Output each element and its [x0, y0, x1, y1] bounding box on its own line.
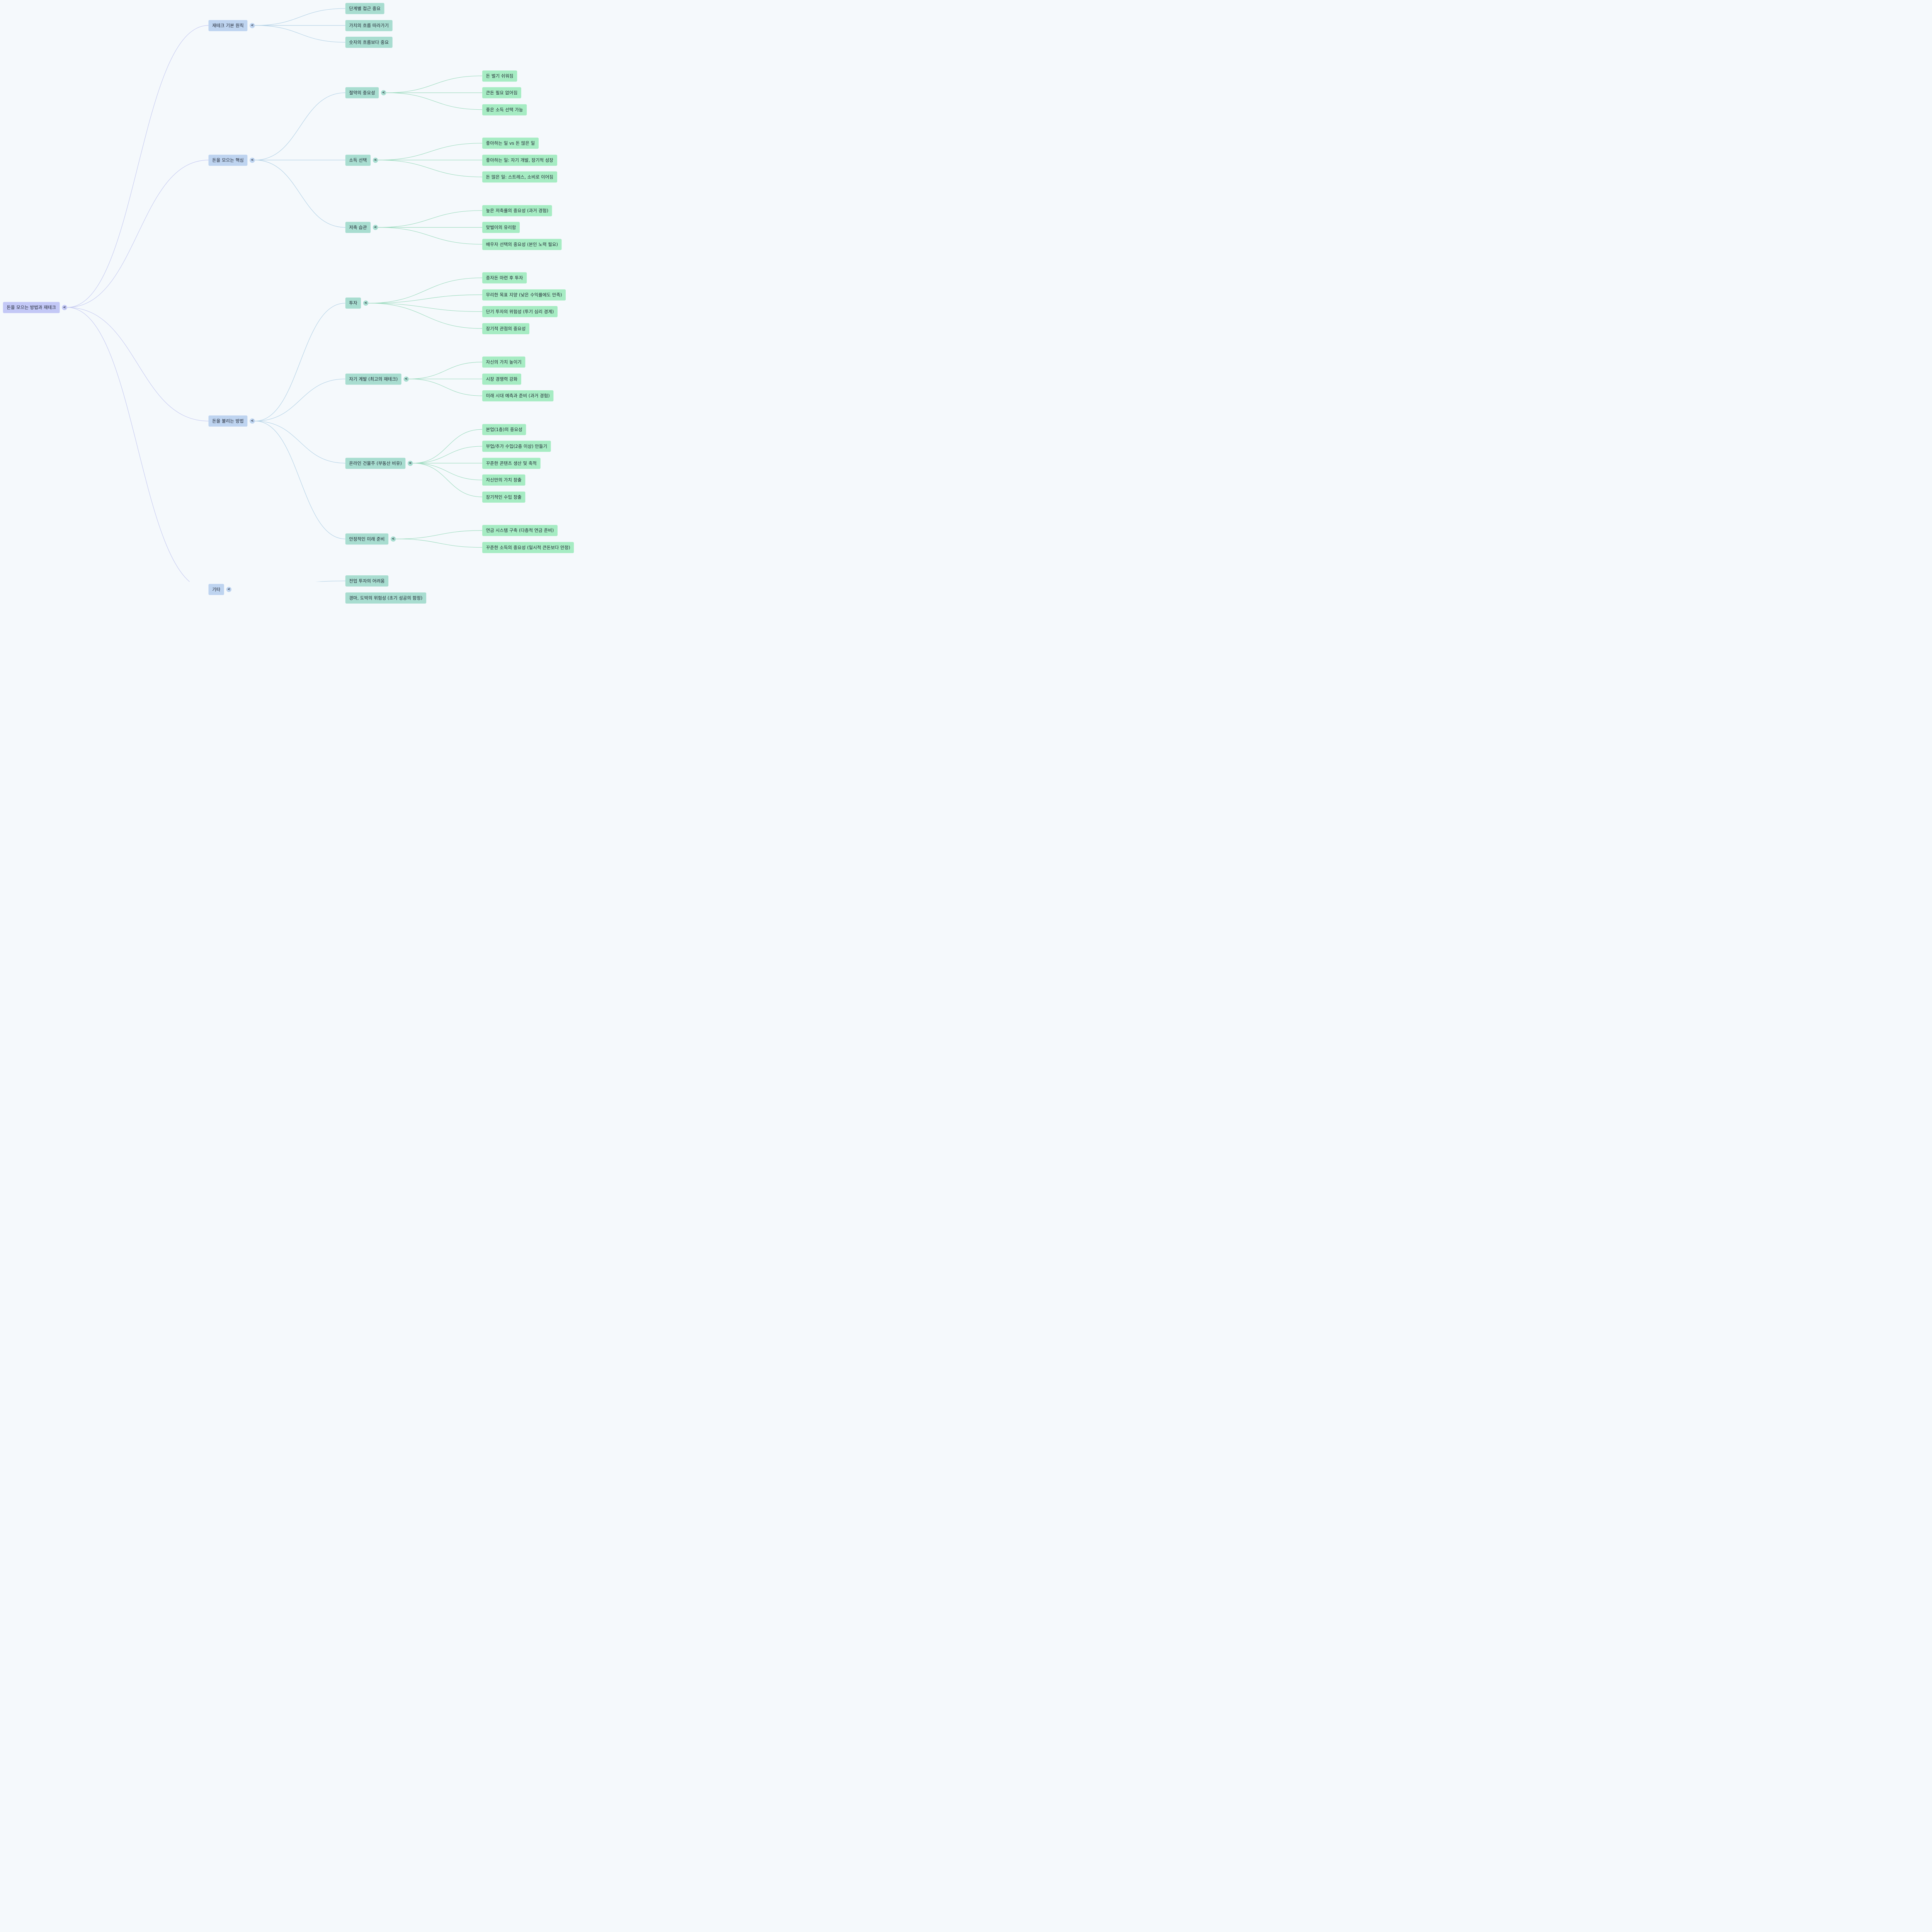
- branch-connector: [255, 25, 345, 43]
- collapse-toggle[interactable]: <: [408, 460, 413, 466]
- branch-connector: [378, 210, 483, 228]
- branch-connector: [67, 160, 209, 308]
- branch-connector: [408, 362, 483, 379]
- branch-connector: [386, 75, 483, 93]
- collapse-toggle[interactable]: <: [403, 376, 409, 382]
- leaf-node[interactable]: 좋아하는 일 vs 돈 많은 일: [482, 138, 539, 149]
- sub-branch-node[interactable]: 저축 습관: [345, 222, 371, 233]
- collapse-toggle[interactable]: <: [250, 23, 255, 28]
- branch-connector: [408, 379, 483, 396]
- leaf-node[interactable]: 높은 저축률의 중요성 (과거 경험): [482, 205, 552, 216]
- sub-branch-node[interactable]: 자기 계발 (최고의 재테크): [345, 373, 401, 385]
- branch-connector: [255, 92, 345, 160]
- branch-connector: [67, 25, 209, 308]
- branch-connector: [413, 429, 483, 464]
- leaf-node[interactable]: 단기 투자의 위험성 (투기 심리 경계): [482, 306, 558, 317]
- leaf-node[interactable]: 맞벌이의 유리함: [482, 222, 520, 233]
- branch-connector: [378, 143, 483, 160]
- collapse-toggle[interactable]: <: [250, 418, 255, 424]
- leaf-node[interactable]: 좋아하는 일: 자기 개발, 장기적 성장: [482, 154, 557, 166]
- leaf-node[interactable]: 미래 시대 예측과 준비 (과거 경험): [482, 390, 554, 401]
- collapse-toggle[interactable]: <: [381, 90, 386, 95]
- leaf-node[interactable]: 배우자 선택의 중요성 (본인 노력 필요): [482, 238, 562, 250]
- leaf-node[interactable]: 장기적 관점의 중요성: [482, 323, 529, 334]
- sub-branch-node[interactable]: 전업 투자의 어려움: [345, 575, 389, 587]
- leaf-node[interactable]: 연금 시스템 구축 (다층적 연금 준비): [482, 525, 558, 536]
- branch-connector: [368, 303, 483, 312]
- leaf-node[interactable]: 돈 많은 일: 스트레스, 소비로 이어짐: [482, 171, 557, 183]
- collapse-toggle[interactable]: <: [372, 224, 378, 230]
- leaf-node[interactable]: 자신의 가치 높이기: [482, 356, 526, 368]
- branch-connector: [378, 227, 483, 245]
- sub-branch-node[interactable]: 투자: [345, 298, 361, 309]
- collapse-toggle[interactable]: <: [226, 587, 232, 592]
- branch-connector: [413, 463, 483, 480]
- main-branch-node[interactable]: 돈을 불리는 방법: [208, 415, 248, 427]
- mindmap-edges: [67, 8, 483, 582]
- leaf-node[interactable]: 장기적인 수입 창출: [482, 491, 526, 503]
- branch-connector: [396, 539, 483, 548]
- leaf-node[interactable]: 본업(1층)의 중요성: [482, 423, 526, 435]
- leaf-node[interactable]: 무리한 목표 지양 (낮은 수익률에도 만족): [482, 289, 566, 301]
- branch-connector: [255, 421, 345, 539]
- collapse-toggle[interactable]: <: [363, 300, 369, 306]
- branch-connector: [368, 277, 483, 304]
- main-branch-node[interactable]: 기타: [208, 583, 224, 595]
- collapse-toggle[interactable]: <: [390, 536, 396, 542]
- main-branch-node[interactable]: 돈을 모으는 핵심: [208, 154, 248, 166]
- collapse-toggle[interactable]: <: [62, 304, 67, 310]
- sub-branch-node[interactable]: 가치의 흐름 따라가기: [345, 20, 393, 31]
- sub-branch-node[interactable]: 안정적인 미래 준비: [345, 533, 389, 545]
- sub-branch-node[interactable]: 숫자의 흐름보다 중요: [345, 37, 393, 48]
- sub-branch-node[interactable]: 온라인 건물주 (부동산 비유): [345, 457, 406, 469]
- branch-connector: [378, 160, 483, 177]
- sub-branch-node[interactable]: 단계별 접근 중요: [345, 3, 384, 14]
- branch-connector: [255, 303, 345, 422]
- root-topic-node[interactable]: 돈을 모으는 방법과 재테크: [3, 302, 60, 313]
- sub-branch-node[interactable]: 절약의 중요성: [345, 87, 379, 99]
- leaf-node[interactable]: 꾸준한 콘텐츠 생산 및 축적: [482, 457, 541, 469]
- leaf-node[interactable]: 시장 경쟁력 강화: [482, 373, 521, 385]
- branch-connector: [255, 8, 345, 26]
- branch-connector: [368, 294, 483, 304]
- branch-connector: [413, 446, 483, 464]
- sub-branch-node[interactable]: 경마, 도박의 위험성 (초기 성공의 함정): [345, 592, 426, 604]
- leaf-node[interactable]: 꾸준한 소득의 중요성 (일시적 큰돈보다 안정): [482, 542, 574, 553]
- main-branch-node[interactable]: 재테크 기본 원칙: [208, 20, 248, 31]
- leaf-node[interactable]: 부업/추가 수입(2층 이상) 만들기: [482, 440, 551, 452]
- branch-connector: [255, 421, 345, 464]
- leaf-node[interactable]: 큰돈 필요 없어짐: [482, 87, 521, 99]
- leaf-node[interactable]: 종자돈 마련 후 투자: [482, 272, 527, 284]
- leaf-node[interactable]: 좋은 소득 선택 가능: [482, 104, 527, 116]
- branch-connector: [255, 160, 345, 228]
- branch-connector: [396, 530, 483, 539]
- collapse-toggle[interactable]: <: [250, 157, 255, 163]
- sub-branch-node[interactable]: 소득 선택: [345, 154, 371, 166]
- leaf-node[interactable]: 돈 벌기 쉬워짐: [482, 70, 517, 82]
- collapse-toggle[interactable]: <: [372, 157, 378, 163]
- leaf-node[interactable]: 자신만의 가치 창출: [482, 474, 526, 486]
- branch-connector: [368, 303, 483, 329]
- branch-connector: [67, 307, 209, 422]
- branch-connector: [413, 463, 483, 497]
- branch-connector: [255, 379, 345, 422]
- branch-connector: [316, 580, 345, 582]
- branch-connector: [386, 92, 483, 110]
- branch-connector: [67, 307, 190, 582]
